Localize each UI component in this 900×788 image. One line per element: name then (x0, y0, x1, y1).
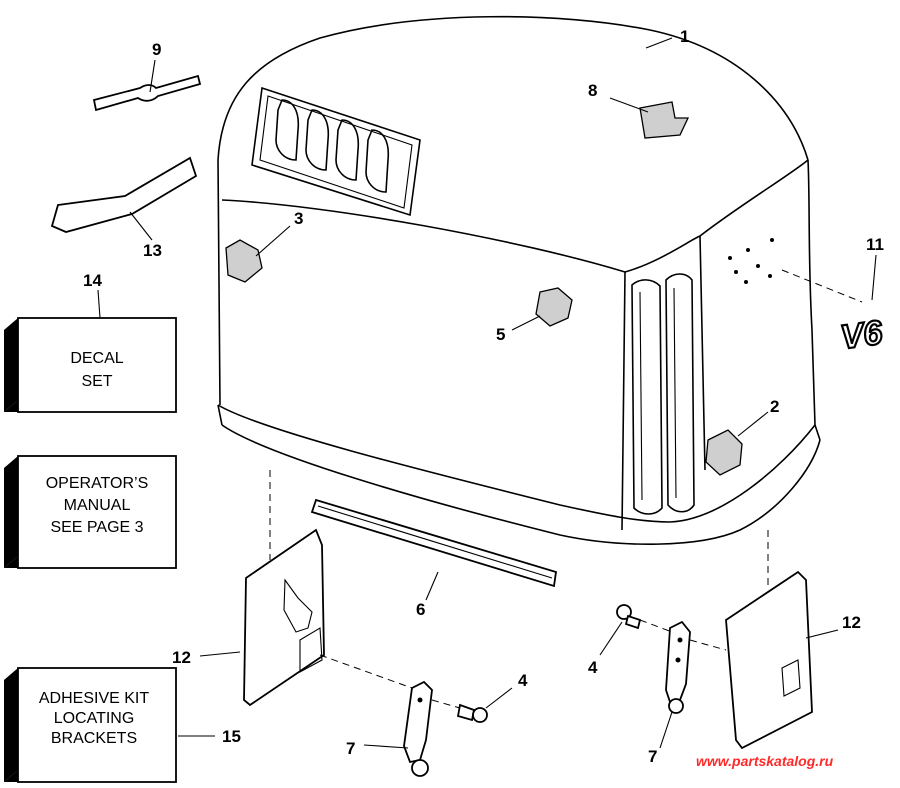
callout-4-left: 4 (518, 671, 528, 690)
manual-line-1: OPERATOR’S (46, 475, 149, 492)
decal-part-5 (535, 287, 573, 327)
decal-set-line-1: DECAL (70, 350, 123, 367)
part-6-strip (310, 498, 558, 588)
watermark: www.partskatalog.ru (696, 753, 834, 769)
part-12-left-plate (243, 528, 325, 707)
callout-5: 5 (496, 325, 505, 344)
part-9-strip (92, 74, 202, 112)
callout-1: 1 (680, 27, 689, 46)
part-7-bracket-left (403, 680, 433, 777)
callout-7-left: 7 (346, 739, 355, 758)
box-decal-set: DECAL SET (4, 317, 177, 413)
callout-11: 11 (866, 235, 884, 254)
callout-2: 2 (770, 397, 779, 416)
adhesive-line-1: ADHESIVE KIT (39, 690, 149, 707)
leader-lines (97, 37, 877, 749)
adhesive-line-2: LOCATING (54, 710, 135, 727)
callout-13: 13 (143, 241, 162, 260)
part-12-right-plate (725, 570, 813, 750)
callout-6: 6 (416, 600, 425, 619)
decal-set-line-2: SET (81, 373, 112, 390)
callout-8: 8 (588, 81, 597, 100)
box-adhesive-kit: ADHESIVE KIT LOCATING BRACKETS (4, 667, 177, 783)
part-4-screw-left (456, 703, 488, 723)
manual-line-2: MANUAL (64, 497, 131, 514)
callout-7-right: 7 (648, 747, 657, 766)
callout-15: 15 (222, 727, 241, 746)
callout-labels: 1 8 9 13 14 3 5 2 11 6 12 12 4 4 7 7 15 (83, 27, 884, 766)
callout-12-right: 12 (842, 613, 861, 632)
callout-14: 14 (83, 271, 102, 290)
callout-4-right: 4 (588, 658, 598, 677)
part-13-strip (50, 156, 198, 233)
decal-part-8 (639, 101, 690, 139)
mounting-holes (728, 238, 774, 284)
box-operators-manual: OPERATOR’S MANUAL SEE PAGE 3 (4, 455, 177, 569)
manual-line-3: SEE PAGE 3 (50, 519, 143, 536)
decal-part-3 (225, 239, 263, 283)
callout-3: 3 (294, 209, 303, 228)
decal-part-2 (705, 429, 743, 476)
assembly-lines (269, 269, 863, 709)
svg-text:V6: V6 (838, 313, 886, 357)
callout-12-left: 12 (172, 648, 191, 667)
engine-cover-part-1 (217, 15, 821, 545)
callout-9: 9 (152, 40, 161, 59)
v6-emblem-part-11: V6 (837, 312, 887, 358)
part-7-bracket-right (665, 620, 691, 714)
adhesive-line-3: BRACKETS (51, 730, 137, 747)
part-4-screw-right (616, 604, 642, 630)
